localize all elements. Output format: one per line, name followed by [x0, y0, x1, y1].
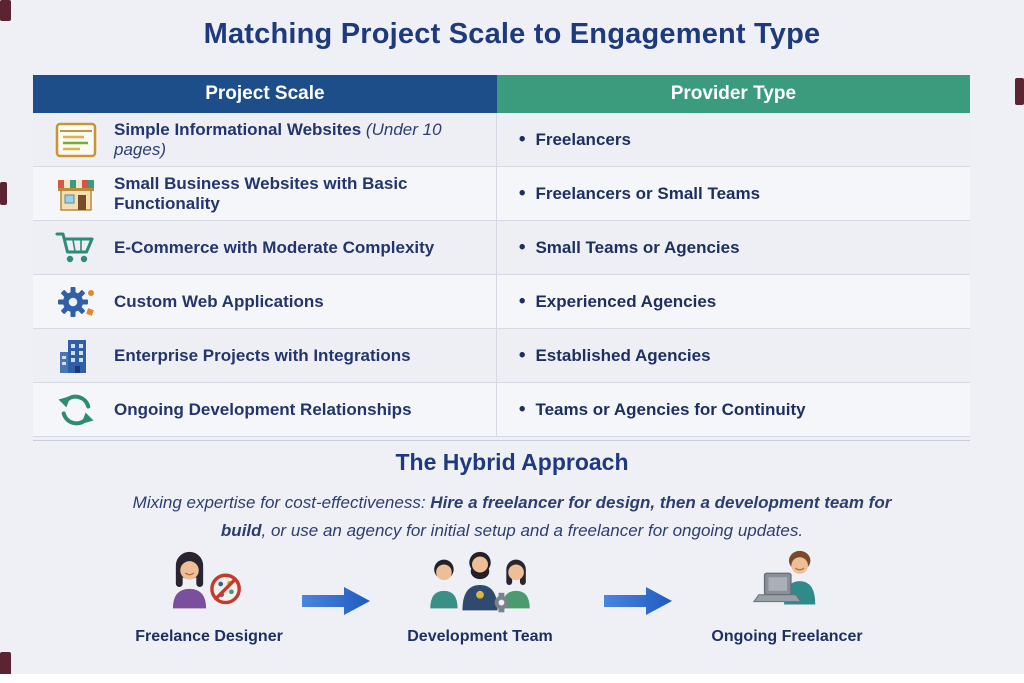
flow-arrow-icon	[604, 587, 672, 615]
provider-cell: Freelancers	[497, 113, 970, 166]
hybrid-desc-seg3: , or use an agency for initial setup and…	[261, 521, 804, 541]
page-title: Matching Project Scale to Engagement Typ…	[203, 18, 821, 50]
column-header-project-scale: Project Scale	[33, 75, 497, 113]
provider-cell: Small Teams or Agencies	[497, 221, 970, 274]
flow-step-freelance-designer: Freelance Designer	[118, 546, 300, 646]
scale-label: Ongoing Development Relationships	[114, 399, 412, 419]
column-header-provider-type: Provider Type	[496, 75, 970, 113]
provider-cell: Freelancers or Small Teams	[497, 167, 970, 220]
hybrid-description: Mixing expertise for cost-effectiveness:…	[120, 489, 904, 545]
edge-artifact	[0, 652, 11, 678]
cart-icon	[53, 226, 99, 270]
hybrid-desc-seg2: Hire a freelancer for design, then a dev…	[220, 493, 892, 541]
table-row: Ongoing Development Relationships Teams …	[33, 383, 970, 437]
scale-note: (Under 10 pages)	[114, 119, 442, 159]
table-row: Enterprise Projects with Integrations Es…	[33, 329, 970, 383]
storefront-icon	[53, 172, 99, 216]
edge-artifact	[0, 0, 11, 21]
scale-cell: Ongoing Development Relationships	[33, 383, 497, 436]
step-label: Freelance Designer	[135, 628, 283, 645]
scale-cell: Small Business Websites with Basic Funct…	[33, 167, 497, 220]
provider-cell: Experienced Agencies	[497, 275, 970, 328]
table-row: E-Commerce with Moderate Complexity Smal…	[33, 221, 970, 275]
freelancer-illustration	[752, 550, 816, 605]
scale-cell: Enterprise Projects with Integrations	[33, 329, 497, 382]
edge-artifact	[1015, 78, 1024, 105]
scale-label: E-Commerce with Moderate Complexity	[114, 237, 435, 257]
scale-label: Small Business Websites with Basic Funct…	[114, 173, 408, 213]
team-illustration	[430, 551, 530, 613]
scale-cell: E-Commerce with Moderate Complexity	[33, 221, 497, 274]
gear-icon	[53, 280, 99, 324]
provider-label: Freelancers	[519, 129, 630, 151]
section-divider	[33, 440, 970, 441]
step-label: Ongoing Freelancer	[711, 628, 863, 645]
hybrid-section-title: The Hybrid Approach	[395, 449, 629, 475]
bottom-strip	[0, 674, 1024, 683]
step-label: Development Team	[407, 628, 553, 645]
webpage-icon	[53, 118, 99, 162]
provider-label: Freelancers or Small Teams	[519, 183, 760, 205]
table-row: Small Business Websites with Basic Funct…	[33, 167, 970, 221]
provider-cell: Established Agencies	[497, 329, 970, 382]
building-icon	[53, 334, 99, 378]
scale-label: Simple Informational Websites (Under 10 …	[114, 120, 496, 160]
provider-label: Experienced Agencies	[519, 291, 716, 313]
scale-text-main: Simple Informational Websites	[114, 119, 362, 139]
designer-illustration	[172, 551, 241, 609]
edge-artifact	[0, 182, 7, 205]
scale-label: Custom Web Applications	[114, 291, 324, 311]
provider-label: Small Teams or Agencies	[519, 237, 739, 259]
scale-cell: Custom Web Applications	[33, 275, 497, 328]
flow-step-development-team: Development Team	[385, 546, 575, 646]
comparison-table: Project Scale Provider Type Simple Infor…	[33, 75, 970, 437]
provider-cell: Teams or Agencies for Continuity	[497, 383, 970, 436]
table-header-row: Project Scale Provider Type	[33, 75, 970, 113]
flow-arrow-icon	[302, 587, 370, 615]
scale-cell: Simple Informational Websites (Under 10 …	[33, 113, 497, 166]
scale-label: Enterprise Projects with Integrations	[114, 345, 411, 365]
cycle-icon	[53, 388, 99, 432]
table-row: Simple Informational Websites (Under 10 …	[33, 113, 970, 167]
flow-step-ongoing-freelancer: Ongoing Freelancer	[692, 546, 882, 646]
provider-label: Established Agencies	[519, 345, 710, 367]
table-row: Custom Web Applications Experienced Agen…	[33, 275, 970, 329]
hybrid-desc-seg1: Mixing expertise for cost-effectiveness:	[132, 493, 431, 512]
provider-label: Teams or Agencies for Continuity	[519, 399, 805, 421]
